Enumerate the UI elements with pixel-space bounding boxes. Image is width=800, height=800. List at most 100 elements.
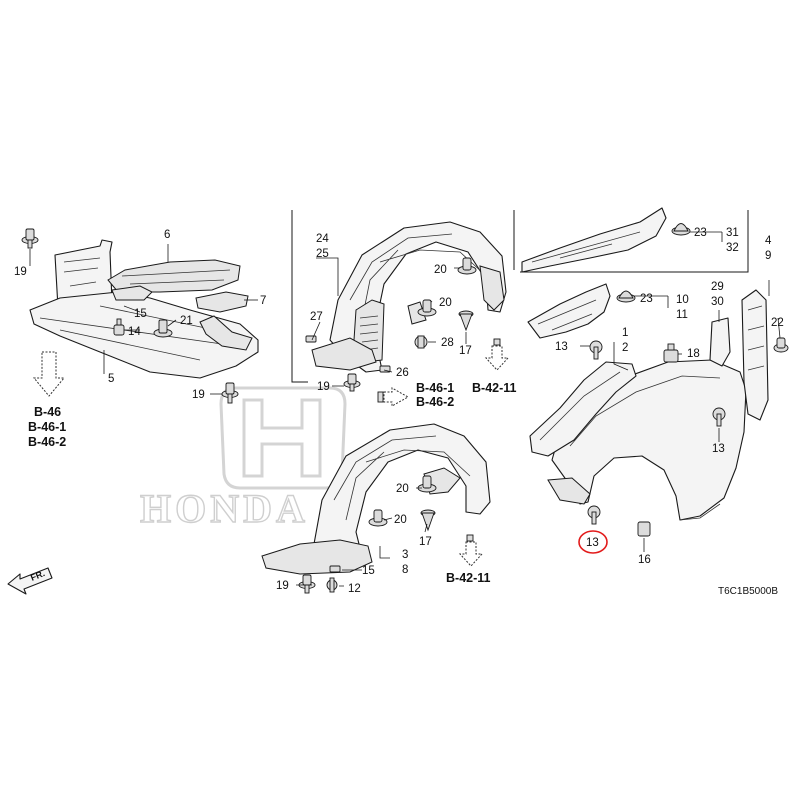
diagram-code: T6C1B5000B <box>718 586 778 597</box>
front-bracket <box>111 285 153 301</box>
callout-20-c: 20 <box>396 483 409 495</box>
bolt-13-upper <box>589 340 603 360</box>
callout-24: 24 <box>316 233 329 245</box>
callout-13-highlighted: 13 <box>586 537 599 549</box>
clip-23-upper <box>671 223 691 236</box>
ref-box-b461: B-46-1 <box>416 381 454 395</box>
callout-10: 10 <box>676 294 689 306</box>
fender-bracket-29 <box>709 317 731 367</box>
callout-2: 2 <box>622 342 628 354</box>
callout-5: 5 <box>108 373 114 385</box>
callout-9: 9 <box>765 250 771 262</box>
ref-box-b4211: B-42-11 <box>472 381 517 395</box>
inset-frame <box>291 210 749 383</box>
callout-12: 12 <box>348 583 361 595</box>
callout-26: 26 <box>396 367 409 379</box>
wordmark-watermark: HONDA <box>140 486 309 531</box>
callout-20-b: 20 <box>439 297 452 309</box>
fender-seal-upper <box>521 207 667 273</box>
highlight-circle-13 <box>578 530 608 554</box>
bolt-28 <box>414 335 428 349</box>
callout-6: 6 <box>164 229 170 241</box>
section-references: B-46 B-46-1 B-46-2 B-46-1 B-46-2 B-42-11… <box>28 381 517 585</box>
rear-deflector <box>199 315 253 351</box>
front-fender-liner <box>261 423 491 575</box>
callout-numbers: 1 2 3 4 5 6 7 8 9 10 11 12 13 13 13 14 1… <box>14 227 784 595</box>
ref-left-b461: B-46-1 <box>28 420 66 434</box>
bolt-18 <box>663 343 679 363</box>
clip-22 <box>773 337 789 353</box>
callout-18: 18 <box>687 348 700 360</box>
bolt-13-lower <box>587 505 601 525</box>
bolt-19-mid <box>221 382 239 404</box>
clip-20-c <box>417 475 437 493</box>
inset-fender-liner <box>311 221 507 373</box>
callout-27: 27 <box>310 311 323 323</box>
clip-17-inset <box>458 310 474 332</box>
callout-19-left: 19 <box>14 266 27 278</box>
clip-20-d <box>368 509 388 527</box>
screw-12 <box>326 577 338 593</box>
callout-3: 3 <box>402 549 408 561</box>
bolt-19-left <box>21 228 39 249</box>
callout-16: 16 <box>638 554 651 566</box>
callout-20-a: 20 <box>434 264 447 276</box>
fastener-15-lower <box>329 565 341 573</box>
callout-11: 11 <box>676 309 688 321</box>
callout-8: 8 <box>402 564 408 576</box>
bolt-19-lower <box>298 574 316 594</box>
callout-23-upper: 23 <box>694 227 707 239</box>
callout-19-lower: 19 <box>276 580 289 592</box>
nut-16 <box>637 521 651 537</box>
callout-20-d: 20 <box>394 514 407 526</box>
callout-22: 22 <box>771 317 784 329</box>
callout-15-lower: 15 <box>362 565 375 577</box>
callout-31: 31 <box>726 227 739 239</box>
front-fender <box>547 359 747 521</box>
clip-20-a <box>457 257 477 275</box>
ref-left-b46: B-46 <box>34 405 61 419</box>
fender-garnish <box>529 361 637 457</box>
fender-seal-lower <box>527 283 611 339</box>
callout-32: 32 <box>726 242 739 254</box>
callout-7: 7 <box>260 295 266 307</box>
brand-watermark: HONDA <box>139 386 347 532</box>
callout-17-lower: 17 <box>419 536 432 548</box>
leader-lines <box>29 231 781 587</box>
under-cover-assembly <box>21 228 259 404</box>
callout-25: 25 <box>316 248 329 260</box>
clip-23-lower <box>616 290 636 303</box>
clip-17-lower <box>420 509 436 532</box>
bolt-21 <box>153 319 173 338</box>
callout-15-upper: 15 <box>134 308 147 320</box>
side-under-cover <box>195 291 249 313</box>
callout-17-inset: 17 <box>459 345 472 357</box>
ref-lower-b4211: B-42-11 <box>446 571 491 585</box>
callout-4: 4 <box>765 235 772 247</box>
callout-14: 14 <box>128 326 141 338</box>
callout-28: 28 <box>441 337 454 349</box>
front-direction-arrow: FR. <box>7 567 53 595</box>
clip-14 <box>113 318 125 336</box>
clip-20-b <box>417 299 437 317</box>
ref-arrow-b4211-inset <box>484 338 510 371</box>
h-logo-watermark <box>219 386 347 490</box>
ref-arrow-b46 <box>32 351 66 397</box>
callout-13-right: 13 <box>712 443 725 455</box>
fastener-27 <box>305 335 317 343</box>
callout-21: 21 <box>180 315 193 327</box>
ref-arrow-b4211-lower <box>458 534 484 567</box>
bolt-13-right <box>712 407 726 427</box>
callout-23-lower: 23 <box>640 293 653 305</box>
callout-30: 30 <box>711 296 724 308</box>
callout-29: 29 <box>711 281 724 293</box>
ref-arrow-b461-inset <box>377 387 410 407</box>
callout-1: 1 <box>622 327 628 339</box>
fender-bracket-4 <box>741 289 769 421</box>
callout-19-mid: 19 <box>192 389 205 401</box>
callout-19-inset: 19 <box>317 381 330 393</box>
bolt-19-inset <box>343 373 361 392</box>
ref-box-b462: B-46-2 <box>416 395 454 409</box>
